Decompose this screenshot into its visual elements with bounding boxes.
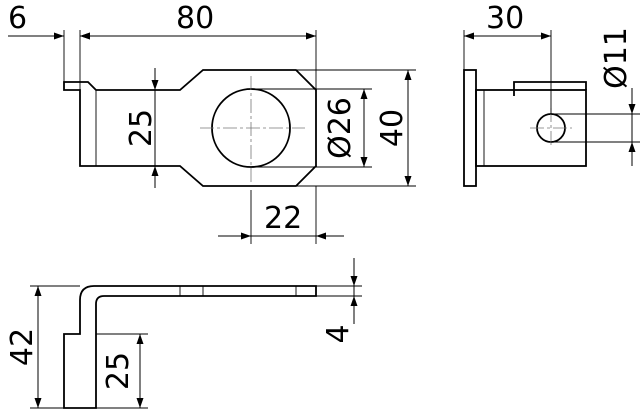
dim-label-small-hole-diameter: Ø11 [599,27,634,89]
dim-label-hole-offset: 22 [264,201,302,236]
front-view [63,285,317,409]
dimension-total-height: 42 [5,285,80,409]
top-view-outline [63,69,317,187]
dim-label-head-height: 40 [375,109,410,147]
side-view [463,69,587,187]
dim-label-total-height: 42 [5,328,40,366]
side-view-tab [513,81,587,96]
dimension-plate-thickness: 4 [316,258,362,344]
dimension-overall-length: 80 [80,1,317,90]
dimension-side-depth: 30 [463,1,552,114]
dimension-small-hole-diameter: Ø11 [551,27,640,166]
dimension-bracket-width: 25 [124,68,159,188]
dim-label-overall-length: 80 [176,1,214,36]
dim-label-plate-thickness: 4 [321,324,356,343]
dimension-tab-width: 6 [8,1,104,90]
dimension-hole-offset: 22 [218,186,344,244]
side-view-flange [463,69,477,187]
dimension-hole-diameter: Ø26 [251,88,372,168]
top-view [63,69,317,187]
dim-label-leg-height: 25 [101,352,136,390]
dimension-head-height: 40 [296,69,416,187]
dim-label-hole-diameter: Ø26 [323,97,358,159]
dim-label-bracket-width: 25 [124,109,159,147]
dimension-leg-height: 25 [96,333,148,409]
dim-label-side-depth: 30 [486,1,524,36]
side-view-body [475,89,587,167]
dim-label-tab-width: 6 [8,1,27,36]
front-view-outline [63,285,317,409]
